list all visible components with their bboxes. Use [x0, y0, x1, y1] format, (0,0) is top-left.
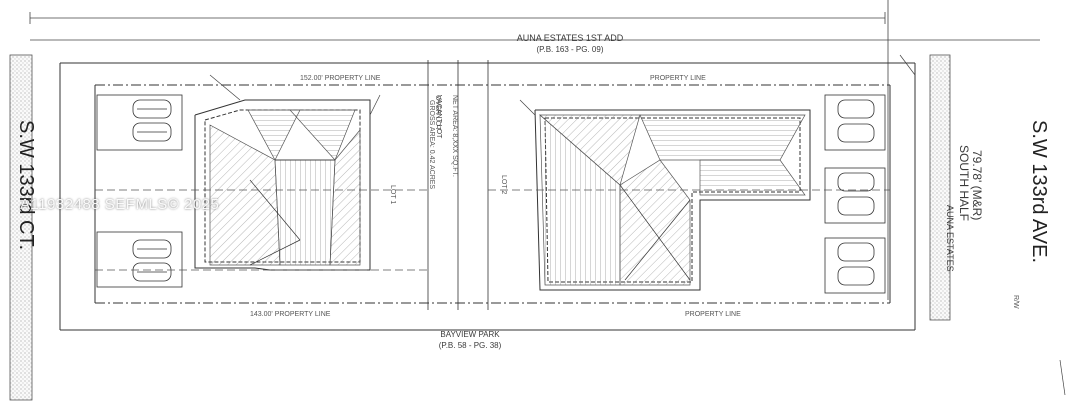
- dashed-centerlines: [95, 189, 890, 271]
- vacant-lot-line2: OVER LOT: [434, 95, 441, 131]
- footer-plat-book: (P.B. 58 - PG. 38): [439, 341, 502, 350]
- right-row-label: R/W: [1012, 295, 1019, 309]
- vacant-lot-title: VACANT LOT: [435, 95, 442, 139]
- left-house-footprint: [194, 99, 371, 271]
- right-parcel-dimension: 79.78' (M&R): [970, 150, 984, 220]
- lot-label-left: LOT 1: [389, 185, 396, 204]
- mls-watermark: A11932488 SEFMLS© 2025: [20, 196, 220, 213]
- property-line-top-right: PROPERTY LINE: [650, 75, 706, 82]
- property-boundary: [59, 62, 916, 331]
- callouts: [209, 54, 1066, 396]
- header-plat-book: (P.B. 163 - PG. 09): [537, 45, 604, 54]
- left-parking: [96, 94, 183, 288]
- property-line-bottom-left: 143.00' PROPERTY LINE: [250, 311, 331, 318]
- footer-subdivision: BAYVIEW PARK: [440, 330, 500, 339]
- lot-label-right: LOT 2: [500, 175, 507, 194]
- vacant-lot-strip: [427, 60, 489, 310]
- vacant-lot-line3: GROSS AREA: 0.42 ACRES: [428, 100, 435, 189]
- right-parking: [824, 94, 886, 294]
- property-line-top-left: 152.00' PROPERTY LINE: [300, 75, 381, 82]
- vacant-lot-line1: NET AREA: 8,XXX SQ.FT.: [451, 95, 458, 177]
- property-line-bottom-right: PROPERTY LINE: [685, 311, 741, 318]
- street-left: S.W 133rd CT.: [15, 120, 37, 250]
- left-row-strip: [9, 54, 33, 401]
- header-subdivision: AUNA ESTATES 1ST ADD: [517, 33, 624, 43]
- right-parcel-detail: SOUTH HALF: [957, 145, 971, 221]
- right-parcel-subdivision: AUNA ESTATES: [945, 205, 955, 272]
- overall-dimension-lines: [29, 0, 1040, 300]
- right-roof: [539, 114, 806, 286]
- right-row-strip: [929, 54, 951, 321]
- left-roof: [209, 109, 361, 266]
- street-right: S.W 133rd AVE.: [1028, 120, 1050, 263]
